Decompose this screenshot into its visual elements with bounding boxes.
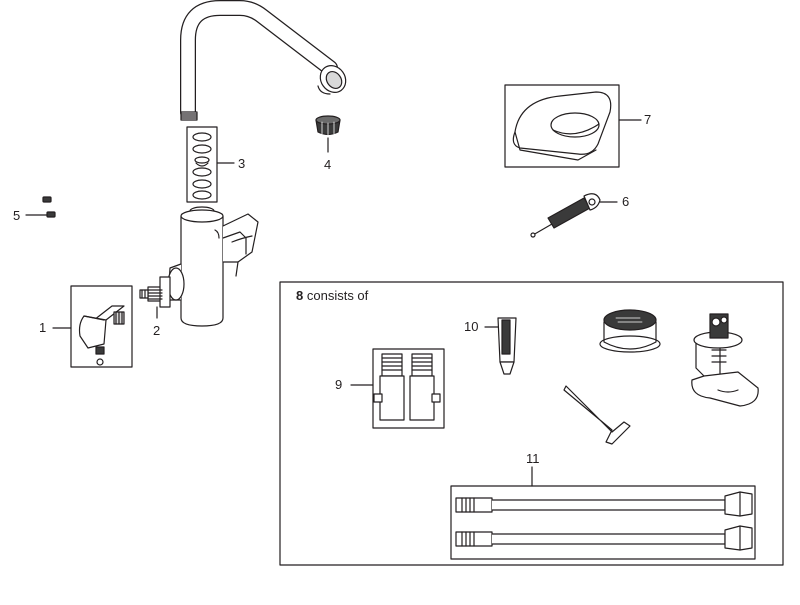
callout-7: 7 xyxy=(644,112,652,127)
callout-4: 4 xyxy=(324,157,332,172)
mounting-plate xyxy=(504,84,642,168)
callout-11: 11 xyxy=(526,451,540,466)
kit-text: consists of xyxy=(306,288,369,303)
isolation-valves xyxy=(350,348,445,429)
flexible-hoses xyxy=(450,466,756,560)
allen-key xyxy=(563,385,631,445)
o-ring-kit xyxy=(186,126,235,203)
kit-number: 8 xyxy=(296,288,304,303)
cartridge xyxy=(139,276,171,319)
cover-cap xyxy=(599,309,661,353)
callout-1: 1 xyxy=(39,320,47,335)
kit-heading: 8 consists of xyxy=(296,288,368,303)
fixing-tool xyxy=(530,193,618,238)
marker-pen xyxy=(484,317,517,375)
faucet-spout xyxy=(180,0,347,121)
callout-10: 10 xyxy=(464,319,479,334)
callout-2: 2 xyxy=(153,323,161,338)
callout-3: 3 xyxy=(238,156,246,171)
grub-screws xyxy=(25,196,56,218)
handle-assembly xyxy=(52,285,133,368)
kit-box xyxy=(279,281,784,566)
callout-9: 9 xyxy=(335,377,343,392)
callout-6: 6 xyxy=(622,194,630,209)
callout-5: 5 xyxy=(13,208,21,223)
aerator xyxy=(315,115,341,153)
faucet-body xyxy=(167,209,259,327)
mounting-bracket xyxy=(691,313,759,407)
